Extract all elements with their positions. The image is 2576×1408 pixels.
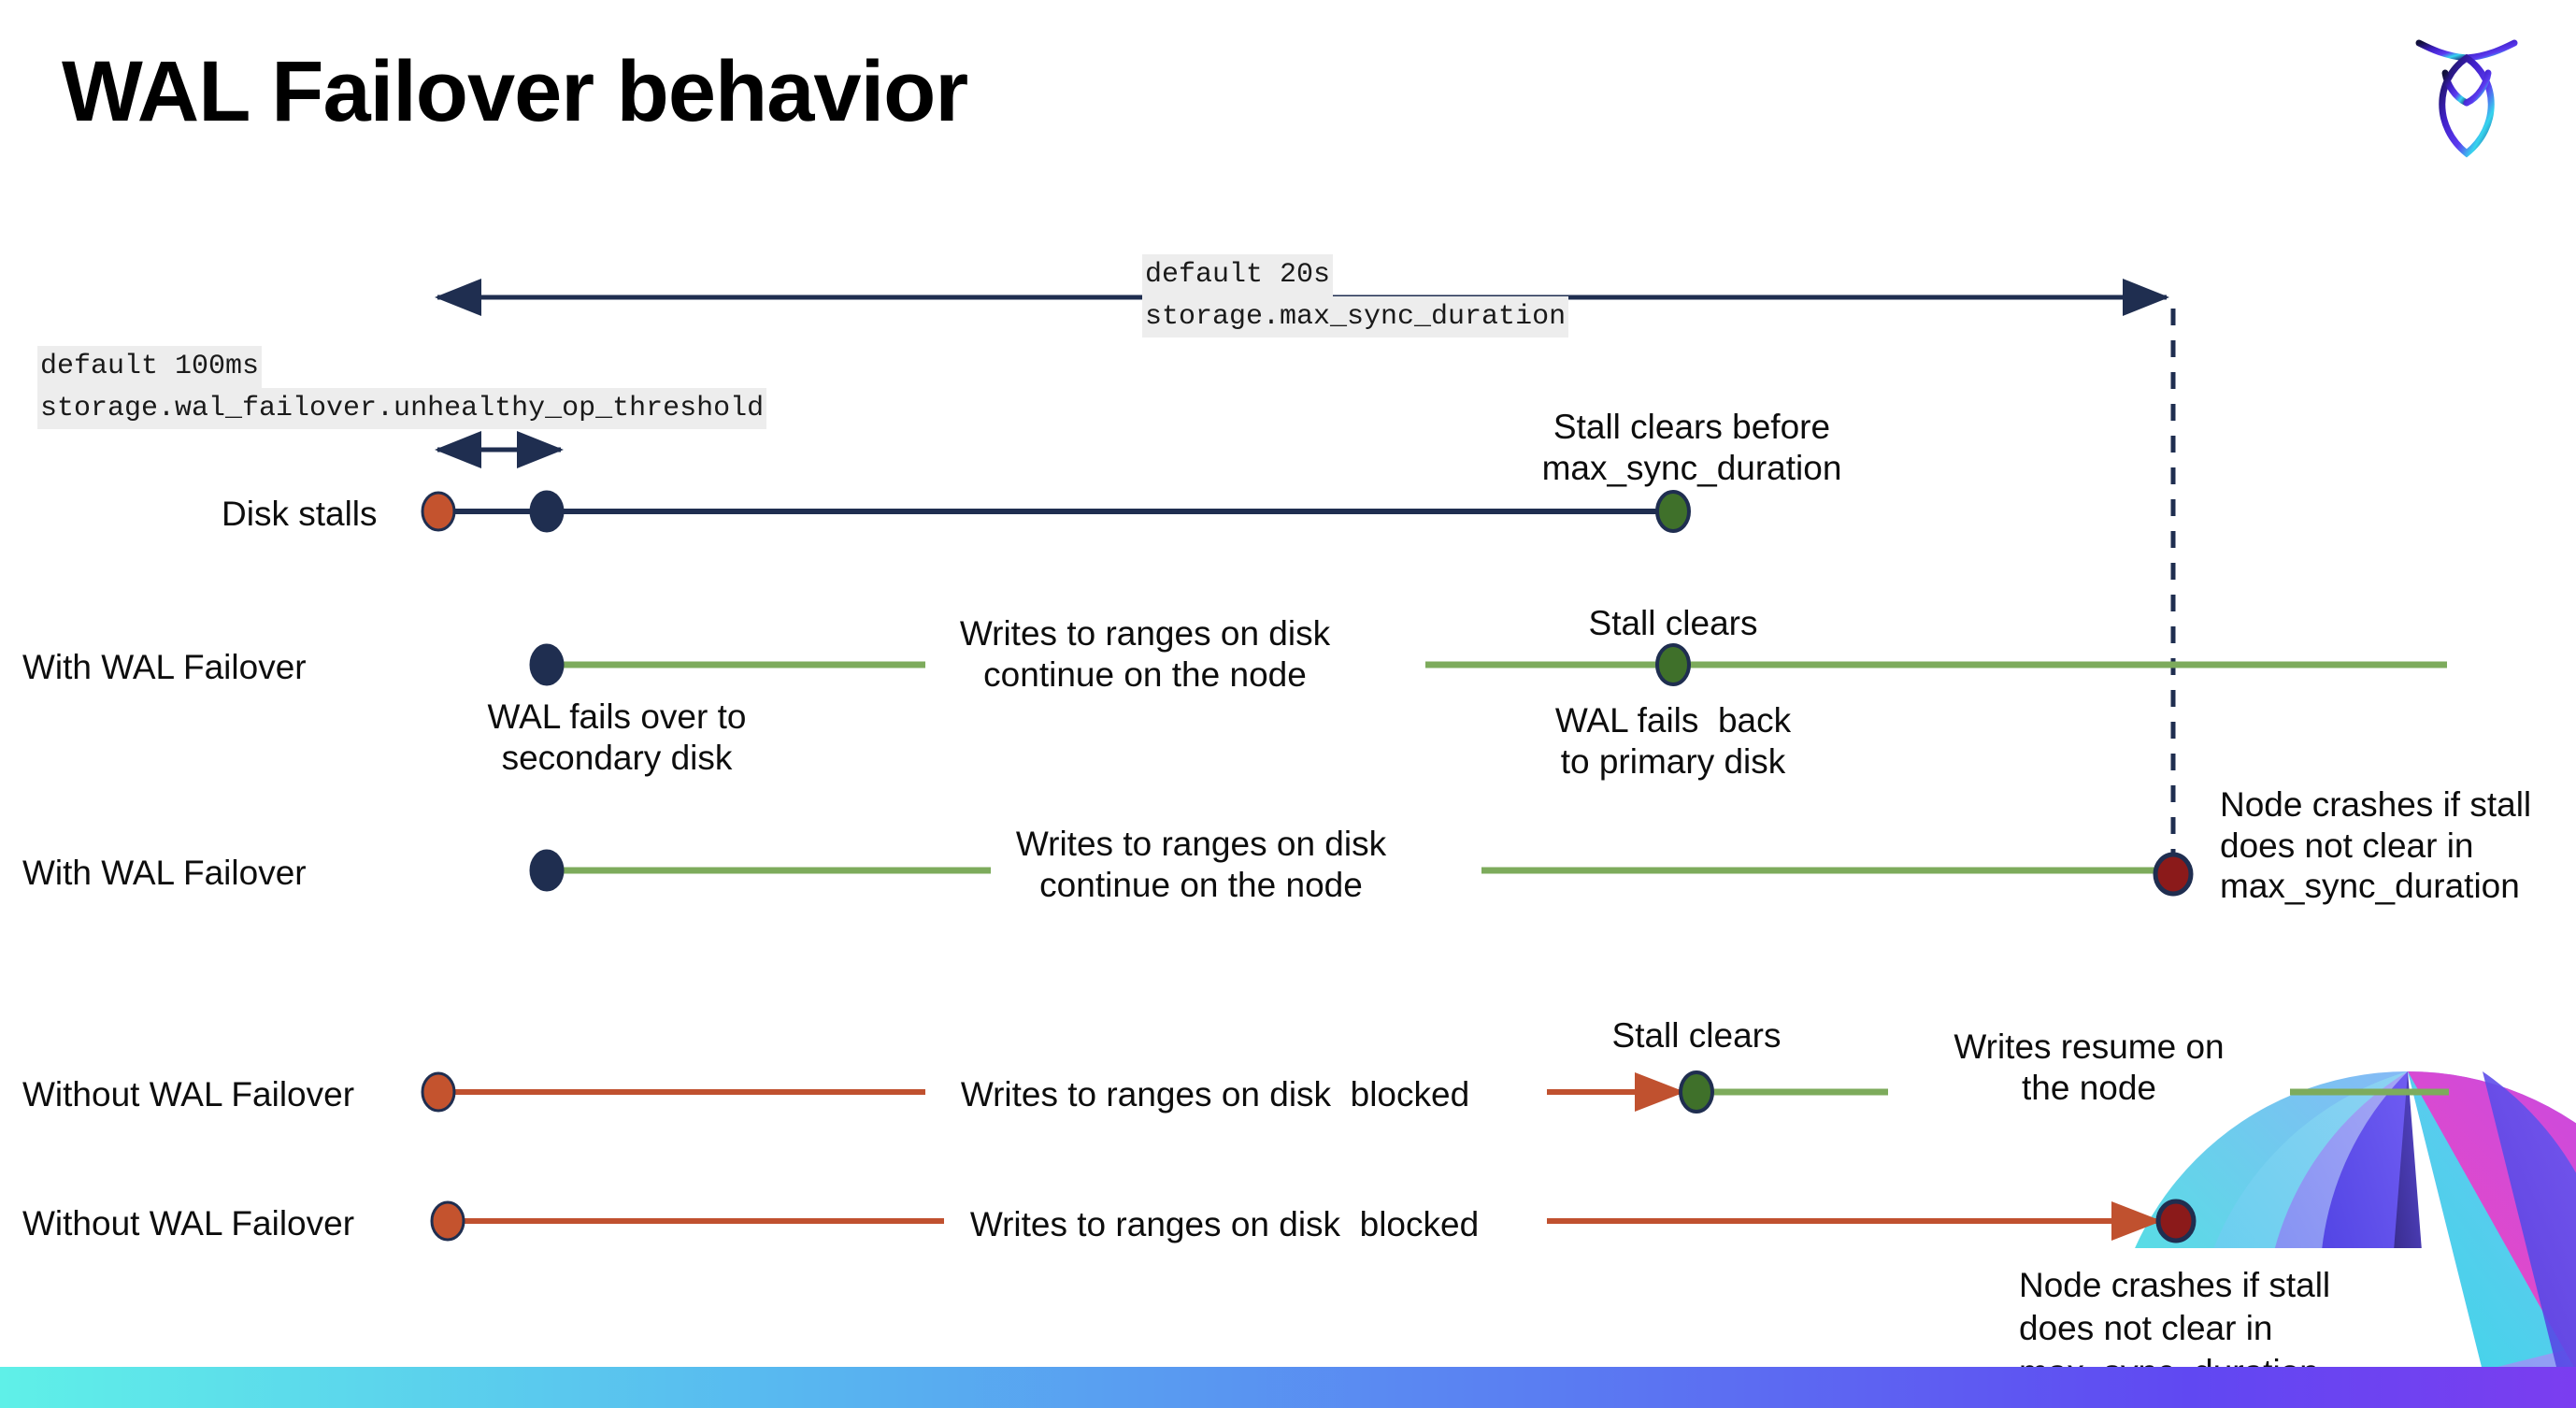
note-writes-blocked-1: Writes to ranges on disk blocked (960, 1075, 1470, 1113)
row-disk-stalls-track (421, 490, 1691, 533)
note-stall-clears-2: Stall clears (1611, 1016, 1782, 1055)
row-without-wal-failover-1-track (421, 1070, 2449, 1113)
row-label-without-wal-failover-2: Without WAL Failover (22, 1204, 355, 1243)
cockroachdb-logo (2397, 22, 2537, 167)
page-title: WAL Failover behavior (62, 44, 968, 139)
row-label-without-wal-failover-1: Without WAL Failover (22, 1075, 355, 1113)
note-writes-resume: Writes resume on the node (1953, 1027, 2225, 1107)
note-wal-fails-back: WAL fails back to primary disk (1554, 701, 1792, 781)
note-wal-fails-over: WAL fails over to secondary disk (487, 697, 747, 777)
note-writes-continue-1: Writes to ranges on disk continue on the… (959, 614, 1331, 694)
row-with-wal-failover-1-track (529, 643, 2447, 686)
row-with-wal-failover-2-track (529, 849, 2194, 897)
row-label-with-wal-failover-2: With WAL Failover (22, 854, 307, 892)
note-stall-clears-1: Stall clears (1588, 604, 1758, 642)
note-writes-blocked-2: Writes to ranges on disk blocked (969, 1205, 1480, 1243)
row-label-disk-stalls: Disk stalls (222, 495, 378, 533)
row-label-with-wal-failover-1: With WAL Failover (22, 648, 307, 686)
max-sync-duration-annotation: default 20s storage.max_sync_duration (1142, 254, 1569, 338)
unhealthy-op-setting: storage.wal_failover.unhealthy_op_thresh… (37, 387, 767, 430)
unhealthy-op-default: default 100ms (37, 346, 263, 388)
max-sync-default: default 20s (1142, 254, 1334, 296)
unhealthy-op-threshold-annotation: default 100ms storage.wal_failover.unhea… (37, 346, 767, 430)
note-node-crashes-1: Node crashes if stall does not clear in … (2220, 785, 2532, 906)
note-stall-clears-before-max-sync: Stall clears before max_sync_duration (1541, 408, 1842, 487)
note-writes-continue-2: Writes to ranges on disk continue on the… (1015, 825, 1387, 904)
max-sync-setting: storage.max_sync_duration (1142, 295, 1569, 338)
row-without-wal-failover-2-track (430, 1199, 2197, 1243)
bottom-gradient-bar (0, 1367, 2576, 1408)
